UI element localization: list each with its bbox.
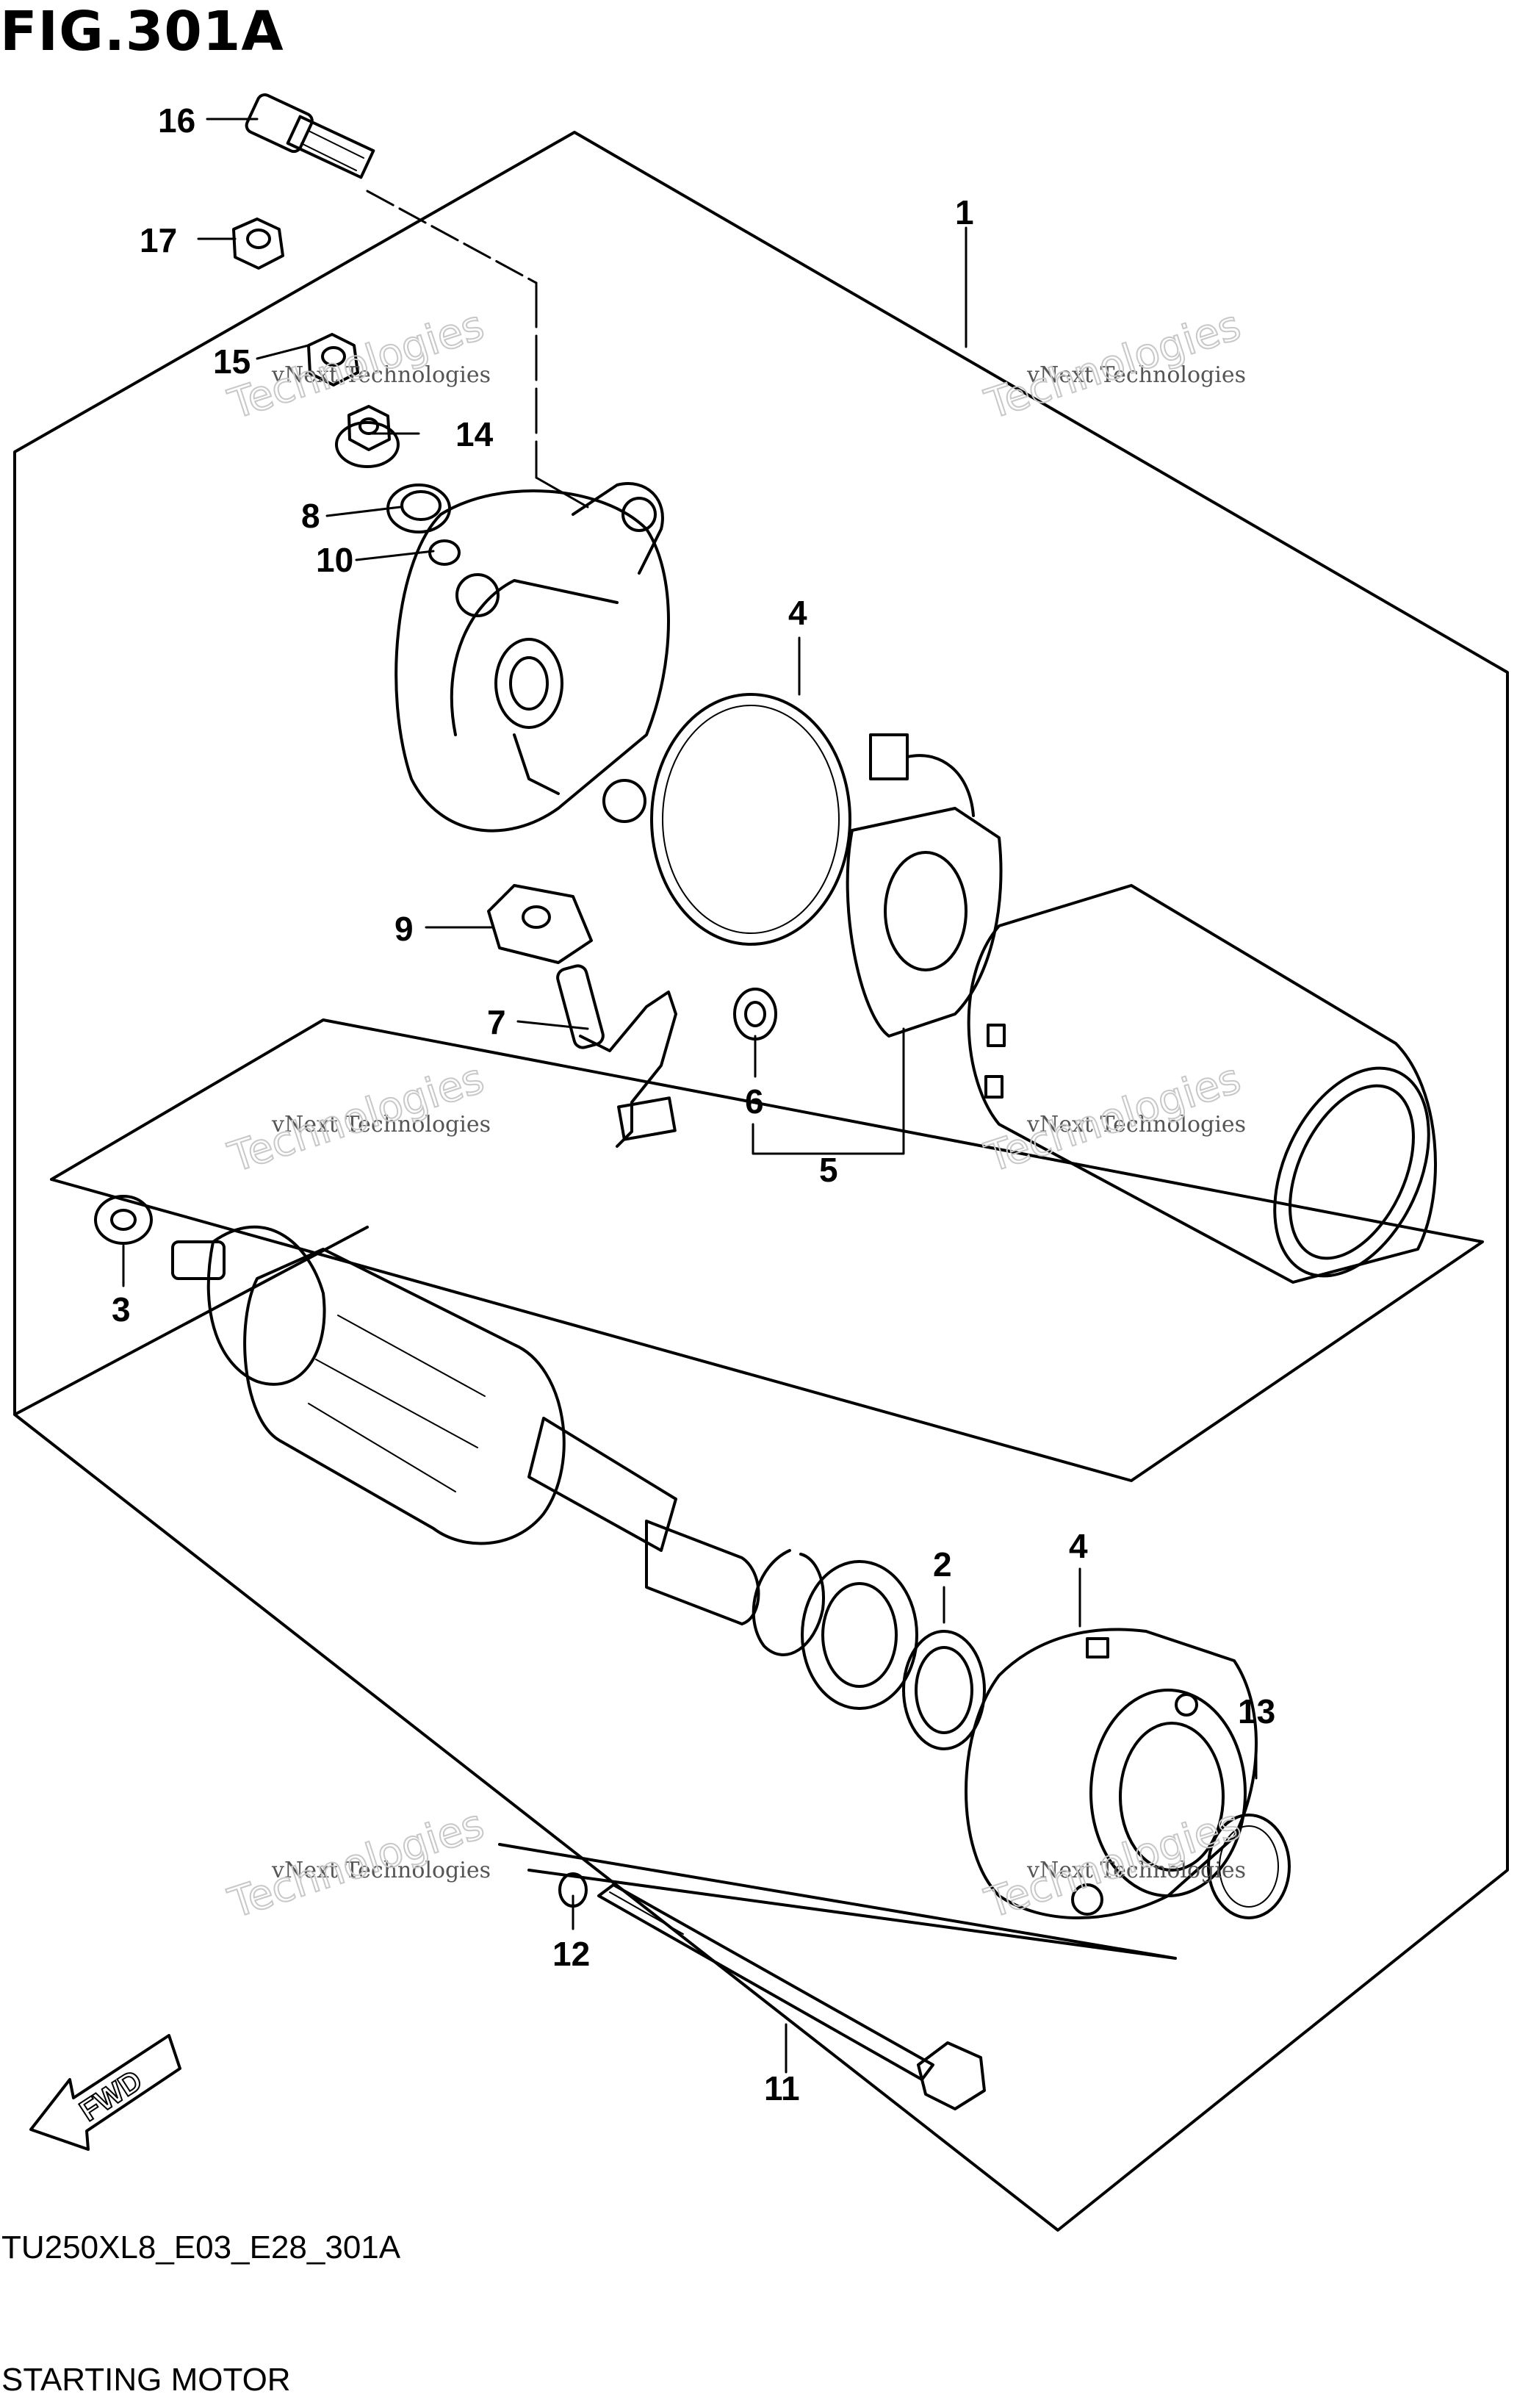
- bolt-frame: [498, 1843, 1177, 1960]
- assembly-outline: [13, 131, 1509, 2232]
- circlip: [752, 1549, 825, 1656]
- callout-17: 17: [140, 221, 177, 259]
- callout-5: 5: [819, 1151, 838, 1189]
- callout-8: 8: [301, 497, 320, 535]
- svg-text:vNext Technologies: vNext Technologies: [1026, 1112, 1246, 1137]
- fwd-arrow: [29, 2034, 181, 2151]
- callout-2: 2: [933, 1545, 952, 1584]
- part-15-nut: [307, 333, 359, 387]
- part-12-washer: [558, 1872, 588, 1908]
- watermark-bottom-right: vNext Technologies Technologies: [979, 1800, 1247, 1928]
- svg-text:vNext Technologies: vNext Technologies: [1026, 362, 1246, 388]
- front-cover: [965, 1628, 1258, 1919]
- callout-1: 1: [955, 193, 974, 231]
- watermark-top-right: vNext Technologies Technologies: [979, 301, 1247, 429]
- callout-3: 3: [112, 1290, 131, 1329]
- callout-6: 6: [745, 1082, 764, 1121]
- part-13-o-ring: [1207, 1814, 1291, 1919]
- leader-lines: [122, 118, 1258, 2074]
- callout-15: 15: [213, 342, 251, 381]
- watermark-bottom-left: vNext Technologies Technologies: [222, 1800, 491, 1928]
- part-5-brush-holder: [846, 733, 1003, 1038]
- part-14-flange-nut: [335, 405, 400, 468]
- armature: [171, 1225, 760, 1625]
- svg-text:vNext Technologies: vNext Technologies: [271, 1112, 491, 1137]
- callout-10: 10: [316, 541, 353, 579]
- part-16-flange-bolt: [245, 93, 375, 179]
- part-3-washer: [94, 1195, 153, 1245]
- diagram-name: STARTING MOTOR: [1, 2362, 291, 2398]
- callout-7: 7: [487, 1003, 506, 1041]
- callout-11: 11: [764, 2069, 800, 2107]
- part-10-o-ring: [428, 539, 461, 566]
- callout-16: 16: [158, 101, 195, 140]
- diagram-code: TU250XL8_E03_E28_301A: [1, 2229, 401, 2265]
- callout-4-top: 4: [788, 594, 807, 632]
- part-11-through-bolt: [597, 1883, 986, 2110]
- callout-4-bottom: 4: [1069, 1527, 1088, 1565]
- svg-text:vNext Technologies: vNext Technologies: [271, 362, 491, 388]
- part-2-bearing-seal: [801, 1560, 986, 1750]
- end-cover: [394, 482, 670, 833]
- part-17-nut: [232, 218, 284, 270]
- svg-text:vNext Technologies: vNext Technologies: [271, 1858, 491, 1883]
- callout-14: 14: [455, 415, 494, 453]
- watermark-mid-right: vNext Technologies Technologies: [979, 1054, 1247, 1182]
- callout-13: 13: [1238, 1692, 1275, 1730]
- inner-frame: [50, 1018, 1484, 1482]
- part-4-o-ring-large: [650, 693, 851, 946]
- callout-12: 12: [552, 1935, 590, 1973]
- part-9-plate: [487, 884, 593, 964]
- svg-text:vNext Technologies: vNext Technologies: [1026, 1858, 1246, 1883]
- watermark-top-left: vNext Technologies Technologies: [222, 301, 491, 429]
- callout-9: 9: [394, 910, 414, 948]
- figure-title: FIG.301A: [0, 0, 284, 63]
- watermark-mid-left: vNext Technologies Technologies: [222, 1054, 491, 1182]
- part-7-brush-terminal: [556, 964, 677, 1148]
- part-6-bearing: [733, 988, 777, 1041]
- yoke-housing: [967, 884, 1437, 1284]
